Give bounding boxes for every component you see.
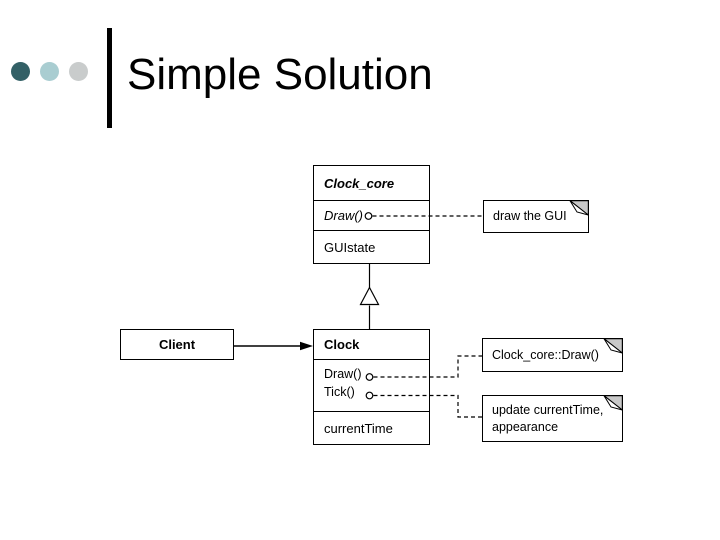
bullet-dot-dark-icon bbox=[11, 62, 30, 81]
clock-core-attribute-guistate: GUIstate bbox=[314, 230, 429, 263]
clock-operation-draw: Draw() bbox=[324, 367, 362, 381]
class-box-client: Client bbox=[120, 329, 234, 360]
clock-attribute-currenttime: currentTime bbox=[314, 411, 429, 444]
hollow-triangle-icon bbox=[359, 286, 380, 306]
note-draw-gui-text: draw the GUI bbox=[493, 209, 567, 224]
clock-operations: Draw() Tick() bbox=[314, 359, 429, 411]
clock-core-operation-draw: Draw() bbox=[314, 200, 429, 230]
note-fold-icon bbox=[569, 200, 589, 216]
accent-bar bbox=[107, 28, 112, 128]
clock-name: Clock bbox=[324, 337, 360, 352]
bullet-dot-teal-icon bbox=[40, 62, 59, 81]
note-clock-core-draw: Clock_core::Draw() bbox=[482, 338, 623, 372]
generalization-clock-to-clockcore bbox=[359, 264, 380, 329]
class-box-clock: Clock Draw() Tick() currentTime bbox=[313, 329, 430, 445]
class-box-clock-core: Clock_core Draw() GUIstate bbox=[313, 165, 430, 264]
note-clock-core-draw-text: Clock_core::Draw() bbox=[492, 347, 599, 362]
clock-operation-tick: Tick() bbox=[324, 385, 355, 399]
note-update-text: update currentTime, appearance bbox=[492, 402, 604, 434]
association-client-to-clock bbox=[233, 341, 313, 351]
note-draw-gui: draw the GUI bbox=[483, 200, 589, 233]
clock-core-name: Clock_core bbox=[324, 175, 395, 191]
bullet-dot-gray-icon bbox=[69, 62, 88, 81]
note-fold-icon bbox=[603, 395, 623, 411]
arrowhead-icon bbox=[300, 341, 313, 351]
note-update-current-time: update currentTime, appearance bbox=[482, 395, 623, 442]
note-fold-icon bbox=[603, 338, 623, 354]
page-title: Simple Solution bbox=[127, 50, 433, 99]
